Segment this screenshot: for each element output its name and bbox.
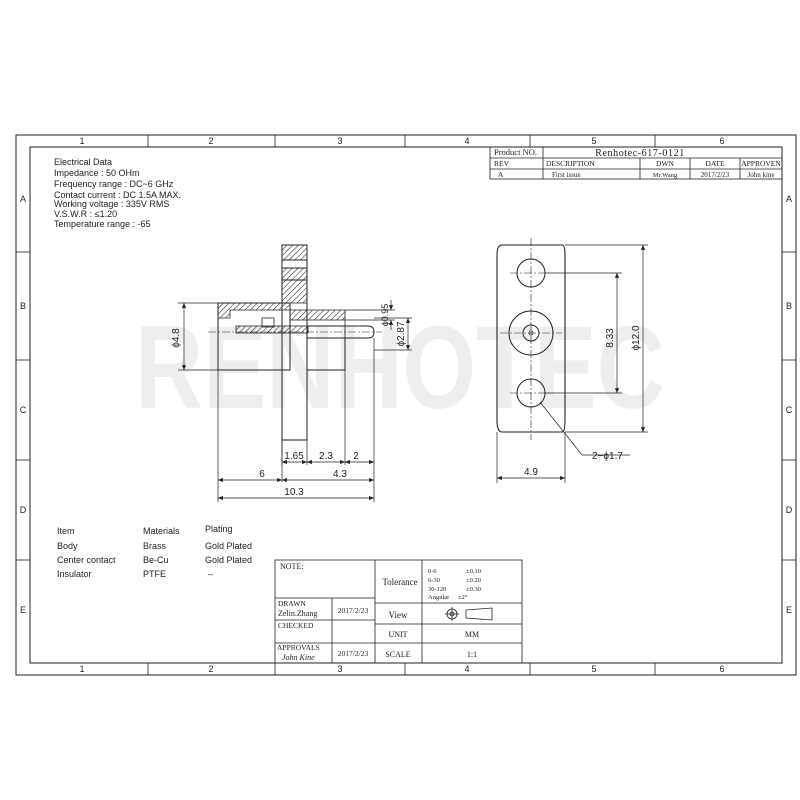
electrical-line: Working voltage : 335V RMS (54, 199, 169, 209)
row-label-d-right: D (786, 505, 793, 515)
unit-label: UNIT (388, 630, 407, 639)
description-header: DESCRIPTION (546, 159, 595, 168)
col-label-6-top: 6 (719, 136, 724, 146)
col-label-3-bottom: 3 (337, 664, 342, 674)
row-label-e-right: E (786, 605, 792, 615)
electrical-title: Electrical Data (54, 157, 112, 167)
rev-value: A (498, 170, 504, 179)
notes-block: NOTE: DRAWN Zelin.Zhang 2017/2/23 CHECKE… (274, 559, 523, 664)
approvals-signature: John Kine (282, 653, 315, 662)
date-value: 2017/2/23 (701, 171, 730, 179)
approven-header: APPROVEN (741, 159, 781, 168)
dim-2-3: 2.3 (319, 451, 333, 462)
front-view: 8.33 ϕ12.0 4.9 2−ϕ1.7 (496, 238, 648, 483)
material-material: Brass (143, 541, 167, 551)
materials-header-materials: Materials (143, 526, 180, 536)
col-label-2-bottom: 2 (208, 664, 213, 674)
approvals-label: APPROVALS (277, 643, 320, 652)
dim-4-9: 4.9 (524, 467, 538, 478)
dim-2: 2 (353, 451, 359, 462)
tolerance-value: ±0.10 (466, 568, 481, 575)
tolerance-range: 6-30 (428, 577, 440, 584)
tolerance-value: ±2° (458, 594, 468, 601)
dim-d12-0: ϕ12.0 (631, 325, 642, 351)
rev-header: REV (494, 159, 510, 168)
description-value: First issue (552, 171, 581, 179)
col-label-1-top: 1 (79, 136, 84, 146)
col-label-4-top: 4 (464, 136, 469, 146)
col-label-2-top: 2 (208, 136, 213, 146)
col-label-6-bottom: 6 (719, 664, 724, 674)
dim-holes: 2−ϕ1.7 (592, 451, 623, 462)
tolerance-range: 0-6 (428, 568, 437, 575)
row-label-c-right: C (786, 405, 793, 415)
material-plating: Gold Plated (205, 541, 252, 551)
title-block: Product NO. Renhotec-617-0121 REV DESCRI… (489, 146, 783, 180)
approven-value: John kine (747, 171, 774, 179)
drawn-label: DRAWN (278, 599, 306, 608)
row-label-e-left: E (20, 605, 26, 615)
material-material: Be-Cu (143, 555, 169, 565)
tolerance-value: ±0.30 (466, 586, 481, 593)
row-label-b-right: B (786, 301, 792, 311)
material-plating: – (208, 569, 213, 579)
electrical-line: Contact current : DC 1.5A MAX. (54, 190, 181, 200)
tolerance-value: ±0.20 (466, 577, 481, 584)
electrical-line: Temperature range : -65 (54, 219, 151, 229)
col-label-4-bottom: 4 (464, 664, 469, 674)
dwn-value: Mr.Wang (653, 172, 678, 179)
checked-label: CHECKED (278, 621, 314, 630)
drawn-name: Zelin.Zhang (278, 609, 317, 618)
tolerance-range: 30-120 (428, 586, 446, 593)
unit-value: MM (465, 630, 479, 639)
electrical-line: V.S.W.R : ≤1.20 (54, 209, 117, 219)
dim-1-65: 1.65 (284, 451, 304, 462)
side-section-view: ϕ4.8 ϕ0.95 ϕ2.87 1.65 2.3 2 6 4.3 10.3 (171, 244, 412, 502)
materials-table: Item Materials Plating Body Brass Gold P… (57, 524, 252, 579)
dim-4-3: 4.3 (333, 469, 347, 480)
drawn-date: 2017/2/23 (338, 606, 369, 615)
note-label: NOTE: (280, 562, 304, 571)
col-label-5-top: 5 (591, 136, 596, 146)
col-label-5-bottom: 5 (591, 664, 596, 674)
electrical-line: Impedance : 50 OHm (54, 168, 140, 178)
material-item: Body (57, 541, 78, 551)
tolerance-range: Angular (428, 594, 450, 601)
dim-d2-87: ϕ2.87 (396, 321, 407, 347)
material-plating: Gold Plated (205, 555, 252, 565)
view-label: View (389, 610, 408, 620)
col-label-1-bottom: 1 (79, 664, 84, 674)
dim-6: 6 (259, 469, 265, 480)
row-label-a-right: A (786, 194, 792, 204)
row-label-b-left: B (20, 301, 26, 311)
material-material: PTFE (143, 569, 166, 579)
material-item: Insulator (57, 569, 92, 579)
col-label-3-top: 3 (337, 136, 342, 146)
row-label-d-left: D (20, 505, 27, 515)
dwn-header: DWN (656, 159, 674, 168)
material-item: Center contact (57, 555, 116, 565)
date-header: DATE (705, 159, 725, 168)
watermark: RENHOTEC (135, 301, 665, 434)
projection-symbol-icon (445, 607, 493, 621)
electrical-data: Electrical Data Impedance : 50 OHm Frequ… (54, 157, 181, 229)
tolerance-label: Tolerance (382, 577, 417, 587)
product-no-label: Product NO. (494, 147, 537, 157)
materials-header-plating: Plating (205, 524, 233, 534)
product-no-value: Renhotec-617-0121 (595, 148, 685, 159)
row-label-c-left: C (20, 405, 27, 415)
electrical-line: Frequency range : DC~6 GHz (54, 179, 174, 189)
dim-d0-95: ϕ0.95 (380, 304, 390, 327)
row-label-a-left: A (20, 194, 26, 204)
dim-8-33: 8.33 (605, 328, 616, 348)
approvals-date: 2017/2/23 (338, 649, 369, 658)
dim-10-3: 10.3 (284, 487, 304, 498)
materials-header-item: Item (57, 526, 75, 536)
scale-value: 1:1 (467, 650, 477, 659)
scale-label: SCALE (385, 650, 410, 659)
dim-d4-8: ϕ4.8 (171, 328, 182, 348)
